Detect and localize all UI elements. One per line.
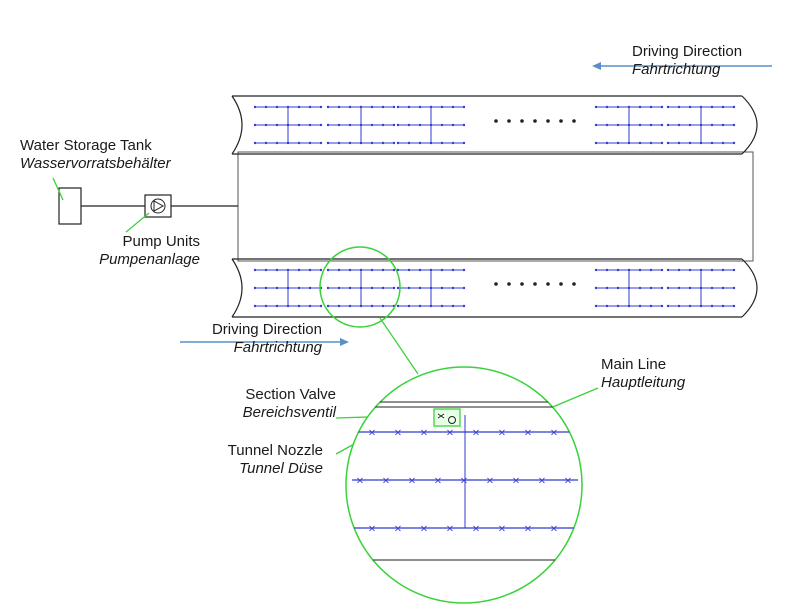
section-valve-icon bbox=[433, 408, 461, 427]
svg-text:×: × bbox=[524, 524, 532, 535]
svg-text:×: × bbox=[486, 476, 494, 487]
svg-text:×: × bbox=[512, 476, 520, 487]
svg-text:×: × bbox=[368, 524, 376, 535]
svg-text:×: × bbox=[550, 428, 558, 439]
svg-text:×: × bbox=[420, 428, 428, 439]
svg-text:×: × bbox=[576, 428, 584, 439]
svg-text:×: × bbox=[498, 524, 506, 535]
svg-text:×: × bbox=[434, 476, 442, 487]
svg-text:×: × bbox=[550, 524, 558, 535]
svg-text:×: × bbox=[538, 476, 546, 487]
svg-text:×: × bbox=[460, 476, 468, 487]
pump-units-label: Pump Units Pumpenanlage bbox=[99, 233, 200, 268]
section-valve-label: Section Valve Bereichsventil bbox=[242, 386, 336, 421]
water-storage-tank bbox=[58, 187, 82, 225]
main-line-label: Main Line Hauptleitung bbox=[601, 356, 686, 391]
svg-text:×: × bbox=[368, 428, 376, 439]
svg-text:×: × bbox=[472, 524, 480, 535]
svg-text:×: × bbox=[408, 476, 416, 487]
svg-text:×: × bbox=[564, 476, 572, 487]
continuation-dots bbox=[494, 119, 576, 286]
svg-text:×: × bbox=[498, 428, 506, 439]
driving-direction-arrow-top bbox=[592, 62, 772, 70]
tunnel-nozzle-label: Tunnel Nozzle Tunnel Düse bbox=[227, 442, 323, 477]
svg-text:×: × bbox=[356, 476, 364, 487]
svg-text:×: × bbox=[446, 524, 454, 535]
svg-text:×: × bbox=[394, 428, 402, 439]
driving-direction-bottom-label: Driving Direction Fahrtrichtung bbox=[211, 321, 322, 356]
tank-leader-line bbox=[52, 177, 64, 201]
svg-text:×: × bbox=[472, 428, 480, 439]
svg-text:×: × bbox=[524, 428, 532, 439]
svg-text:×: × bbox=[394, 524, 402, 535]
driving-direction-arrow-bottom bbox=[180, 338, 349, 346]
tunnel-tube-top bbox=[231, 95, 758, 155]
zoom-detail: × × × × × × × × × × × × × × × × × × × × × × × × × × × bbox=[345, 366, 584, 604]
highlight-circle-small bbox=[319, 246, 401, 328]
pump-icon bbox=[144, 194, 172, 218]
zoom-leader-line bbox=[379, 317, 419, 375]
pump-leader-line bbox=[125, 212, 150, 233]
sprinkler-pipe-network bbox=[253, 105, 736, 308]
svg-text:×: × bbox=[382, 476, 390, 487]
water-storage-tank-label: Water Storage Tank Wasservorratsbehälter bbox=[20, 137, 171, 172]
connector-frame bbox=[237, 151, 754, 262]
mainline-leader-line bbox=[547, 387, 599, 410]
svg-text:×: × bbox=[576, 524, 584, 535]
svg-text:×: × bbox=[446, 428, 454, 439]
driving-direction-top-label: Driving Direction Fahrtrichtung bbox=[632, 43, 743, 78]
tunnel-tube-bottom bbox=[231, 258, 758, 318]
svg-text:×: × bbox=[420, 524, 428, 535]
